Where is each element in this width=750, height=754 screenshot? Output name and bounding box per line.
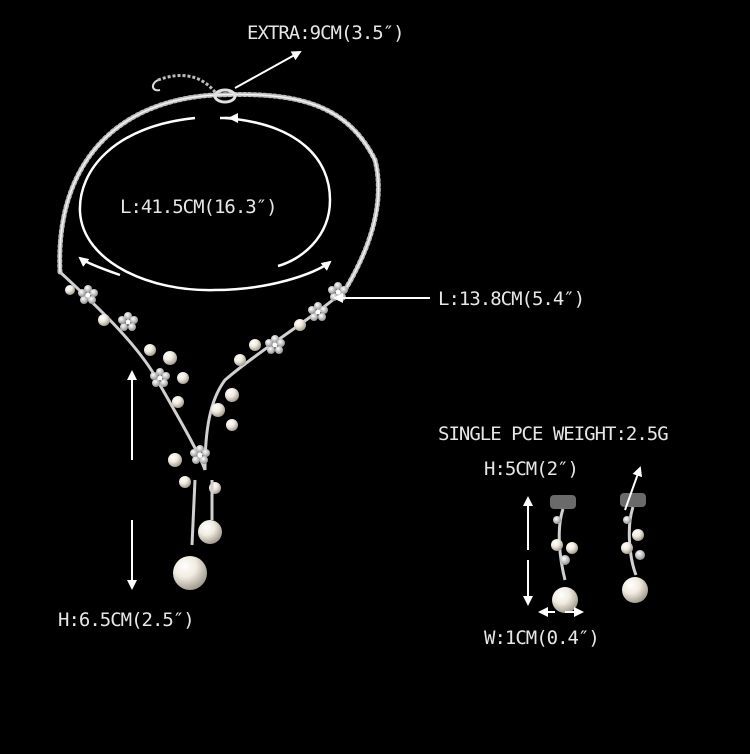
earring-height-label: H:5CM(2″) [484,458,579,480]
extra-length-label: EXTRA:9CM(3.5″) [247,22,405,44]
necklace-chain [57,91,381,293]
weight-label: SINGLE PCE WEIGHT:2.5G [438,423,669,445]
earring-left [550,495,578,613]
earring-width-label: W:1CM(0.4″) [484,627,600,649]
chain-length-label: L:13.8CM(5.4″) [438,288,585,310]
necklace-pendant [58,270,348,590]
extender-chain [152,74,237,104]
necklace-length-label: L:41.5CM(16.3″) [120,196,278,218]
dimension-arrows [127,51,643,617]
pendant-height-label: H:6.5CM(2.5″) [58,609,195,631]
length-arc-arrows [78,113,332,292]
